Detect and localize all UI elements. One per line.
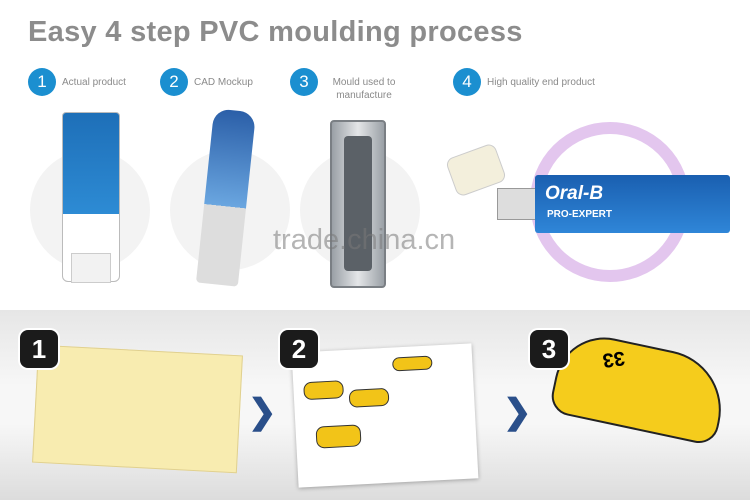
bottom-step-3: 3: [530, 330, 568, 368]
car-render: [303, 380, 345, 401]
tube-cap: [71, 253, 111, 283]
bottom-step-2: 2: [280, 330, 318, 368]
car-render: [348, 387, 390, 408]
page-title: Easy 4 step PVC moulding process: [28, 16, 523, 48]
step-number: 3: [290, 68, 318, 96]
step-number: 1: [28, 68, 56, 96]
mould-cavity: [344, 136, 372, 271]
product-line: PRO-EXPERT: [547, 209, 613, 220]
watermark: trade.china.cn: [273, 224, 456, 256]
bottom-step-1: 1: [20, 330, 58, 368]
usb-connector: [497, 188, 537, 220]
car-number: 33: [601, 346, 627, 372]
step-4: 4 High quality end product: [453, 68, 595, 96]
step-number: 2: [160, 68, 188, 96]
design-sheet-image: [291, 343, 479, 488]
usb-drive-image: Oral-B PRO-EXPERT: [535, 175, 730, 233]
step-label: High quality end product: [487, 77, 595, 88]
step-number: 4: [453, 68, 481, 96]
step-label: CAD Mockup: [194, 77, 253, 88]
step-3: 3 Mould used to manufacture: [290, 68, 404, 102]
chevron-right-icon: ❯: [503, 393, 532, 431]
step-2: 2 CAD Mockup: [160, 68, 253, 96]
car-render: [315, 424, 362, 449]
toothpaste-tube-image: [62, 112, 120, 283]
mould-image: [330, 120, 386, 288]
brand-logo: Oral-B: [545, 183, 604, 204]
step-1: 1 Actual product: [28, 68, 126, 96]
chevron-right-icon: ❯: [248, 393, 277, 431]
step-label: Actual product: [62, 77, 126, 88]
step-label: Mould used to manufacture: [332, 77, 396, 101]
sketch-paper-image: [32, 344, 243, 474]
car-render: [391, 355, 433, 372]
